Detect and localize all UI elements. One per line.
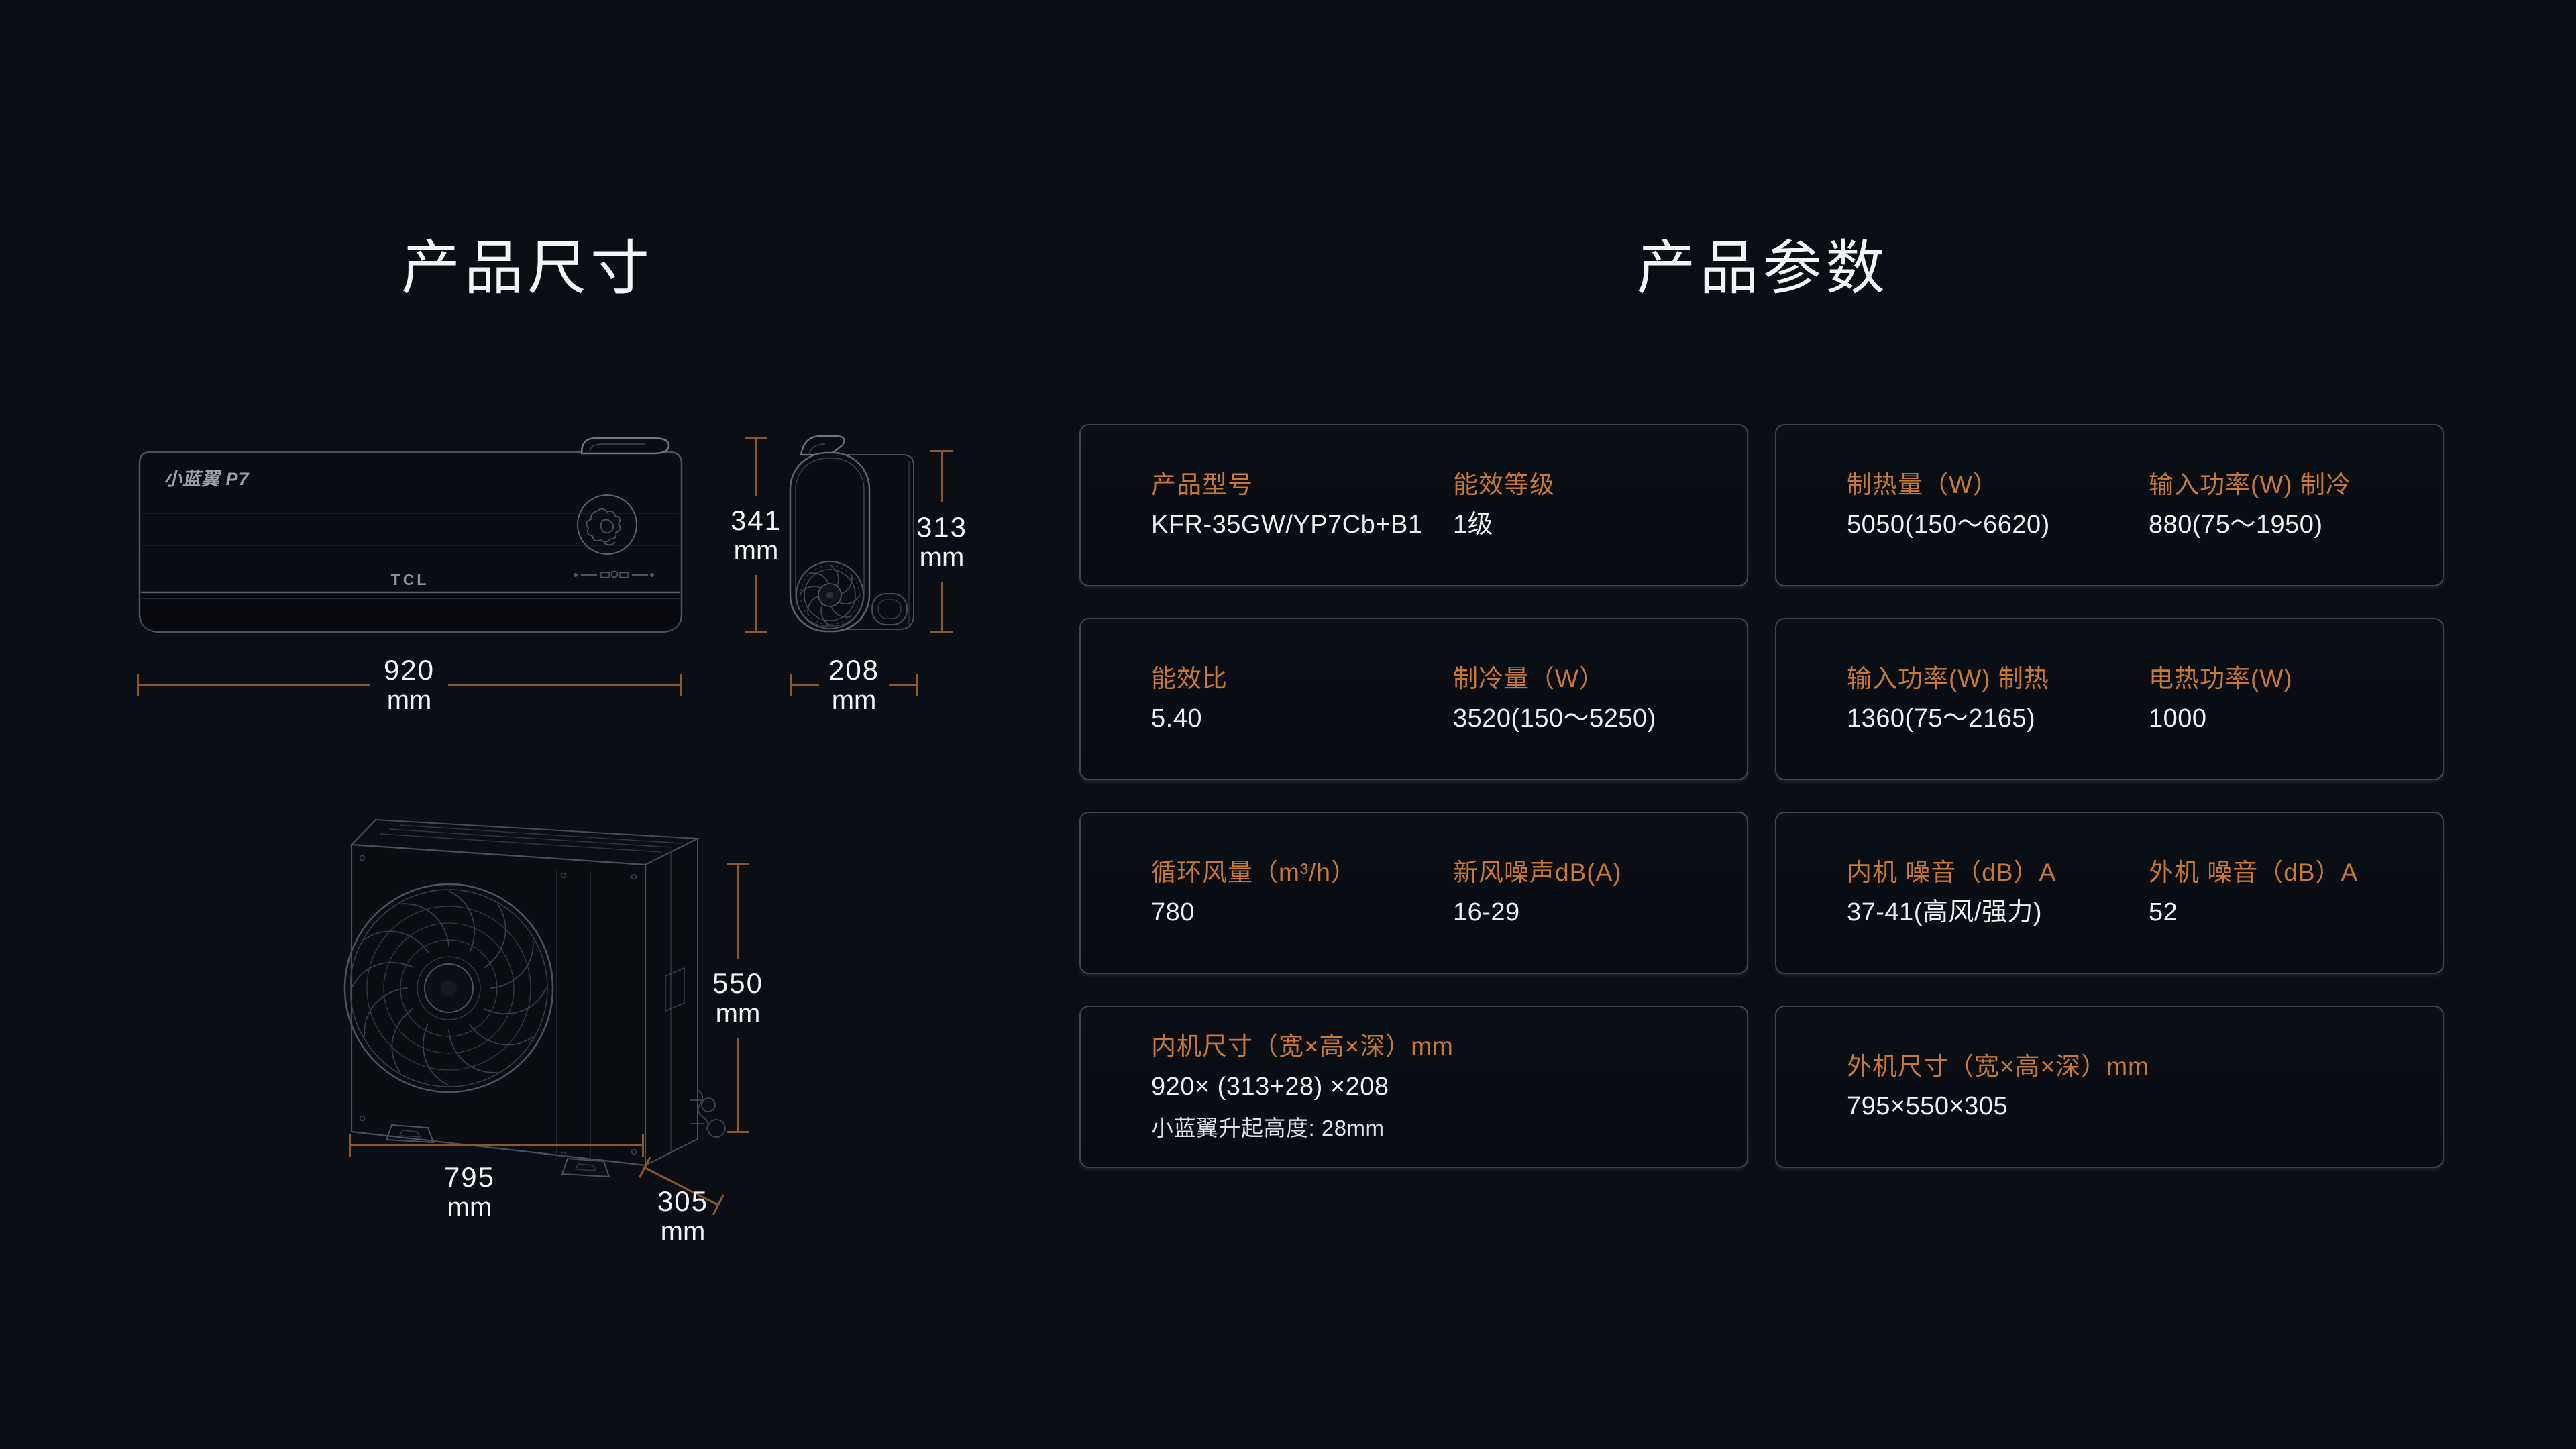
spec-label: 外机 噪音（dB）A	[2149, 858, 2359, 886]
spec-label: 外机尺寸（宽×高×深）mm	[1847, 1052, 2149, 1080]
spec-value: 795×550×305	[1847, 1091, 2008, 1120]
brand-logo: 小蓝翼 P7	[164, 469, 250, 489]
outdoor-feet	[385, 1124, 610, 1178]
spec-card-heating-power: 输入功率(W) 制热 1360(75～2165) 电热功率(W) 1000	[1775, 618, 2444, 780]
emblem-pattern-icon	[586, 508, 621, 546]
spec-label: 内机 噪音（dB）A	[1847, 858, 2057, 886]
indicator-strip	[574, 570, 654, 578]
outdoor-right-face	[645, 837, 698, 1167]
spec-label: 输入功率(W) 制冷	[2149, 470, 2351, 498]
spec-card-eer: 能效比 5.40 制冷量（W） 3520(150～5250)	[1079, 618, 1748, 780]
dim-value: 208	[828, 654, 880, 686]
dim-unit: mm	[447, 1193, 492, 1222]
spec-card-grid: 产品型号 KFR-35GW/YP7Cb+B1 能效等级 1级 制热量（W） 50…	[1079, 424, 2444, 1168]
spec-label: 制热量（W）	[1847, 470, 1998, 498]
spec-value: 1360(75～2165)	[1847, 704, 2036, 733]
spec-value: 1000	[2149, 704, 2207, 733]
spec-label: 内机尺寸（宽×高×深）mm	[1151, 1032, 1454, 1061]
dim-unit: mm	[831, 686, 877, 715]
dim-value: 920	[383, 654, 435, 686]
side-fan	[796, 561, 864, 629]
spec-label: 电热功率(W)	[2149, 664, 2293, 692]
dim-value: 341	[730, 504, 782, 536]
spec-value: 16-29	[1453, 898, 1520, 926]
spec-label: 产品型号	[1151, 470, 1253, 498]
spec-label: 制冷量（W）	[1453, 664, 1605, 692]
outdoor-fan	[343, 883, 554, 1093]
dim-unit: mm	[715, 999, 761, 1028]
refrigerant-valves	[690, 1089, 726, 1138]
spec-value: 52	[2149, 898, 2178, 926]
dim-value: 313	[916, 511, 968, 543]
section-title-dimensions: 产品尺寸	[400, 235, 653, 301]
emblem-ring	[577, 494, 637, 555]
spec-label: 能效等级	[1453, 470, 1555, 498]
indoor-unit-front-drawing: 小蓝翼 P7 TCL	[138, 437, 683, 633]
spec-label: 输入功率(W) 制热	[1847, 664, 2049, 692]
side-wing	[800, 435, 845, 456]
dim-unit: mm	[660, 1217, 706, 1246]
spec-label: 循环风量（m³/h）	[1151, 858, 1356, 886]
dim-value: 550	[712, 967, 764, 999]
dim-unit: mm	[733, 535, 779, 566]
indoor-unit-body-outline	[138, 451, 683, 633]
indoor-unit-side-drawing	[789, 435, 914, 633]
spec-value: KFR-35GW/YP7Cb+B1	[1151, 510, 1423, 539]
outdoor-unit-drawing	[343, 818, 726, 1178]
spec-card-airflow: 循环风量（m³/h） 780 新风噪声dB(A) 16-29	[1079, 812, 1748, 974]
dim-unit: mm	[919, 542, 965, 572]
spec-card-heating-capacity: 制热量（W） 5050(150～6620) 输入功率(W) 制冷 880(75～…	[1775, 424, 2444, 586]
spec-card-outdoor-size: 外机尺寸（宽×高×深）mm 795×550×305	[1775, 1006, 2444, 1168]
spec-label: 能效比	[1151, 664, 1228, 692]
dim-unit: mm	[386, 686, 432, 715]
spec-card-noise: 内机 噪音（dB）A 37-41(高风/强力) 外机 噪音（dB）A 52	[1775, 812, 2444, 974]
spec-value: 920× (313+28) ×208	[1151, 1072, 1389, 1101]
spec-value: 3520(150～5250)	[1453, 704, 1656, 733]
dimension-outdoor-width-line	[349, 1113, 644, 1177]
spec-value: 880(75～1950)	[2149, 510, 2323, 539]
dim-value: 305	[657, 1185, 709, 1217]
dim-value: 795	[443, 1161, 496, 1193]
spec-value: 1级	[1453, 510, 1494, 539]
spec-note: 小蓝翼升起高度: 28mm	[1151, 1116, 1385, 1141]
spec-value: 780	[1151, 898, 1195, 926]
spec-value: 5050(150～6620)	[1847, 510, 2050, 539]
spec-label: 新风噪声dB(A)	[1453, 858, 1622, 886]
spec-value: 37-41(高风/强力)	[1847, 898, 2043, 926]
tcl-logo: TCL	[391, 571, 429, 588]
spec-value: 5.40	[1151, 704, 1202, 733]
spec-card-indoor-size: 内机尺寸（宽×高×深）mm 920× (313+28) ×208 小蓝翼升起高度…	[1079, 1006, 1748, 1168]
section-title-parameters: 产品参数	[1636, 235, 1889, 301]
wing-tab	[580, 437, 670, 455]
spec-card-model: 产品型号 KFR-35GW/YP7Cb+B1 能效等级 1级	[1079, 424, 1748, 586]
wall-bracket	[871, 593, 908, 625]
